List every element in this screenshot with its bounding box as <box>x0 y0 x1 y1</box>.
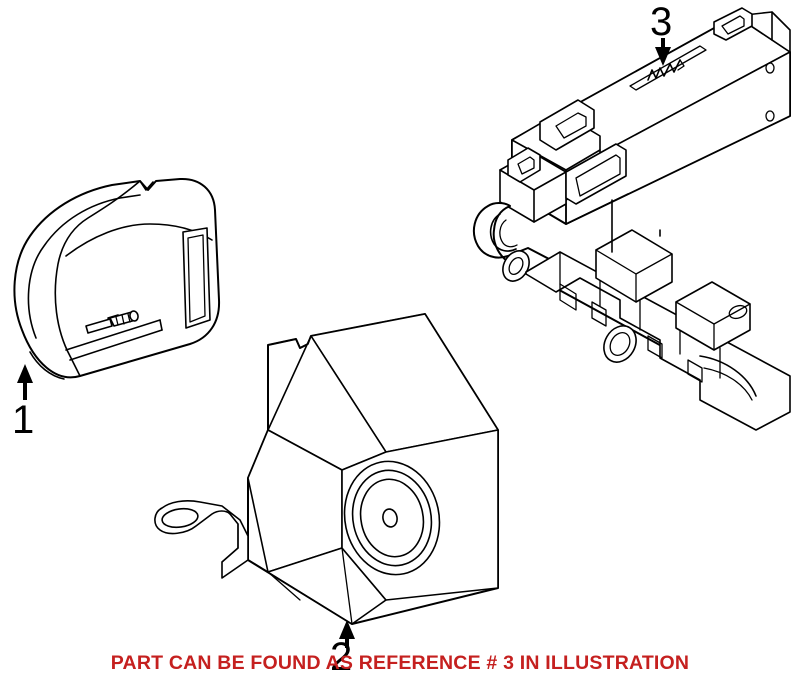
part-2-horn-assembly <box>154 313 499 625</box>
part-3-rail-pad-2 <box>675 281 751 351</box>
part-2-diaphragm-ring-outer <box>343 460 441 576</box>
part-3-wu-marking-tail <box>677 59 685 71</box>
callout-2-arrow <box>339 620 355 648</box>
callout-3-arrowhead <box>655 47 671 66</box>
part-2-top-tab <box>267 335 312 349</box>
part-3-hole-upper <box>765 62 775 74</box>
part-3-rail-bushing-mid-hole <box>609 332 631 356</box>
part-2-gusset-3 <box>341 547 353 625</box>
part-2-bracket-fold-1 <box>221 547 239 563</box>
part-1-thread-2 <box>121 314 125 325</box>
part-3-rail-tooth-2 <box>591 301 607 327</box>
part-2-gusset-2 <box>267 571 353 625</box>
part-1-ledge-end <box>159 319 163 331</box>
callout-3-arrow <box>655 38 671 66</box>
part-3-connector-mouth <box>565 143 627 205</box>
callout-1-arrowhead <box>17 364 33 383</box>
part-1-top-notch <box>139 180 154 191</box>
part-3-rail-eye-left-inner2 <box>499 219 518 248</box>
part-2-bracket-slot <box>161 507 199 529</box>
part-1-ledge-top <box>65 319 161 351</box>
part-3-connector-mouth-inner <box>575 154 621 197</box>
part-3-rail-pad-1 <box>595 229 673 303</box>
part-3-rail-eye-left-inner <box>489 213 517 252</box>
part-1-horn-cover <box>13 177 221 380</box>
part-3-latch-upper <box>539 99 595 151</box>
part-2-chamfer-lower <box>247 547 387 625</box>
part-3-rail-tooth-4 <box>687 359 703 383</box>
part-2-gusset-1 <box>267 571 301 601</box>
part-1-ledge-bottom <box>69 329 163 361</box>
part-1-thread-3 <box>127 313 131 323</box>
part-1-panel-inner <box>187 234 206 323</box>
part-1-pin-shaft <box>85 318 113 334</box>
part-3-rail-boss <box>728 304 748 320</box>
part-3-clip-right <box>713 7 753 41</box>
part-3-latch-lower-slot <box>517 156 535 175</box>
part-3-rail-tooth-3 <box>647 335 663 359</box>
part-1-rim-inner <box>27 194 141 339</box>
callout-2-number: 2 <box>330 635 353 679</box>
part-1-face-edge <box>54 180 141 377</box>
part-1-body <box>13 177 221 379</box>
part-3-latch-lower <box>507 147 541 183</box>
reference-footnote: PART CAN BE FOUND AS REFERENCE # 3 IN IL… <box>110 652 690 674</box>
part-3-hole-lower <box>765 110 775 122</box>
part-3-latch-upper-slot <box>555 112 587 139</box>
part-1-thread-1 <box>115 316 119 326</box>
part-3-control-module <box>472 7 791 431</box>
part-3-wu-marking <box>647 59 681 81</box>
part-1-lower-lip <box>29 351 65 380</box>
part-2-diaphragm-ring-inner <box>359 478 425 558</box>
part-1-panel <box>182 227 211 329</box>
part-3-module-lower-edge <box>565 193 629 225</box>
part-2-diaphragm-center <box>382 508 398 528</box>
part-3-clip-right-slot <box>721 15 745 35</box>
part-3-rail-channel <box>525 251 791 431</box>
part-3-rail-bushing-left-hole <box>508 256 524 276</box>
callout-1-number: 1 <box>12 398 35 442</box>
callout-3-number: 3 <box>650 0 673 44</box>
callout-1-arrow <box>17 364 33 400</box>
part-3-rail-brace-2 <box>703 367 753 401</box>
part-2-diaphragm-ring-mid <box>351 469 433 567</box>
part-1-pin-tip <box>129 310 139 322</box>
part-3-rail-brace <box>699 355 757 397</box>
part-3-rail-tooth-1 <box>559 283 577 311</box>
callout-2-arrowhead <box>339 620 355 639</box>
part-3-label-panel <box>629 45 707 91</box>
